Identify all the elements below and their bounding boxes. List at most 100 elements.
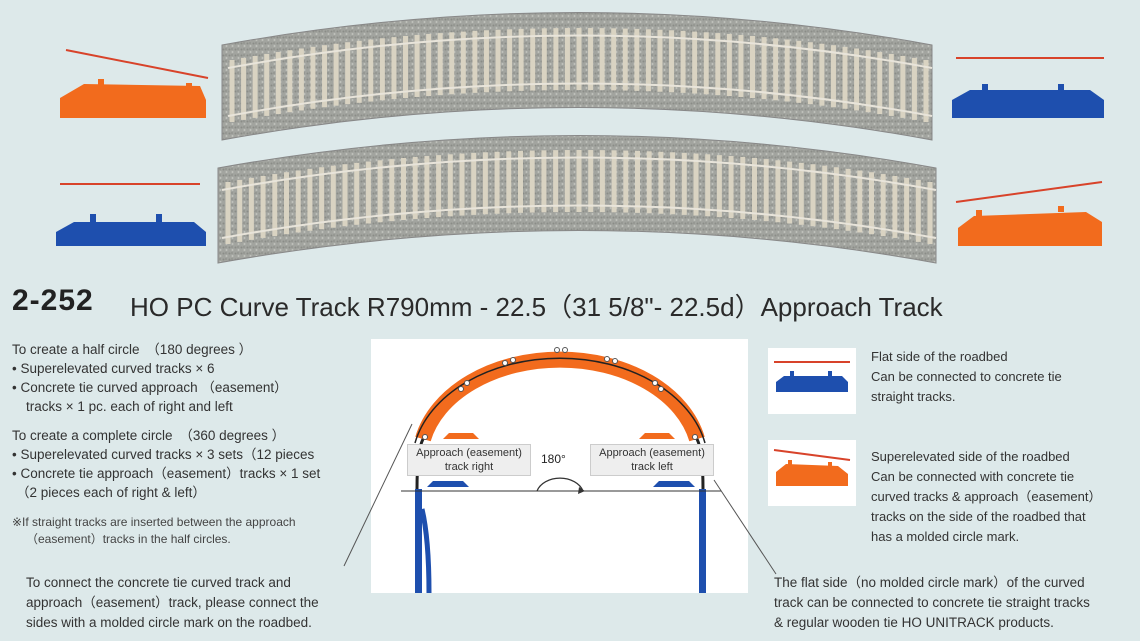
track-tie: [518, 28, 524, 91]
super-legend-text: Superelevated side of the roadbed Can be…: [871, 449, 1102, 544]
track-tie: [241, 57, 247, 120]
track-tie: [892, 175, 898, 238]
track-tie: [599, 28, 605, 91]
track-tie: [726, 34, 732, 97]
super-legend-swatch: [768, 440, 856, 506]
half-circle-item: • Concrete tie curved approach （easement…: [12, 380, 288, 395]
track-tie: [529, 150, 535, 213]
track-tie: [412, 156, 418, 219]
track-tie: [623, 150, 629, 213]
superelevated-arc: [415, 351, 705, 442]
track-tie: [888, 53, 894, 116]
track-tie: [622, 28, 628, 91]
track-tie: [670, 152, 676, 215]
track-tie: [927, 182, 933, 244]
track-tie: [298, 48, 304, 111]
track-tie: [822, 165, 828, 228]
track-tie: [740, 156, 746, 219]
track-tie: [237, 179, 243, 242]
track-tie: [787, 161, 793, 224]
track-tie: [284, 172, 289, 235]
track-tie: [264, 53, 270, 116]
diagram-drawing: [401, 347, 721, 593]
blue-roadbed-profile: [952, 90, 1104, 118]
track-tie: [646, 151, 652, 214]
track-tie: [553, 28, 559, 91]
flat-legend-text: Flat side of the roadbed Can be connecte…: [871, 349, 1062, 404]
track-tie: [588, 150, 594, 213]
track-tie: [784, 39, 790, 102]
track-tie: [287, 50, 293, 113]
track-tie: [507, 29, 513, 92]
track-tie: [807, 42, 813, 105]
track-tie: [703, 32, 709, 95]
track-tie: [750, 36, 755, 98]
track-tie: [248, 177, 254, 240]
track-tie: [564, 150, 570, 213]
track-tie: [880, 174, 886, 237]
track-tie: [330, 165, 336, 228]
track-tie: [833, 167, 839, 230]
half-circle-item: tracks × 1 pc. each of right and left: [26, 399, 233, 414]
track-tie: [391, 37, 397, 100]
straight-track-right: [699, 489, 706, 593]
track-tie: [319, 167, 325, 230]
track-tie: [716, 155, 722, 218]
track-tie: [342, 164, 348, 227]
track-tie: [389, 159, 395, 222]
track-tie: [810, 164, 816, 227]
track-tie: [460, 31, 466, 94]
track-tie: [904, 177, 910, 240]
track-tie: [414, 34, 420, 97]
approach-right-label: Approach (easement) track right: [407, 444, 531, 476]
track-tie: [295, 170, 301, 233]
track-tie: [333, 43, 339, 106]
right-callout: The flat side（no molded circle mark）of t…: [774, 575, 1090, 630]
track-tie: [541, 150, 547, 213]
track-tie: [869, 172, 874, 235]
track-tie: [553, 150, 559, 213]
lower-curved-track: [217, 135, 937, 264]
track-tie: [911, 57, 917, 120]
left-callout: To connect the concrete tie curved track…: [26, 575, 319, 630]
track-tie: [356, 40, 362, 103]
track-tie: [705, 154, 711, 217]
track-tie: [472, 30, 478, 93]
track-tie: [900, 55, 906, 118]
track-tie: [877, 52, 883, 115]
track-tie: [307, 168, 313, 231]
note-line: ※If straight tracks are inserted between…: [12, 515, 296, 529]
track-tie: [252, 55, 258, 118]
orange-roadbed-profile: [958, 212, 1102, 246]
track-tie: [635, 150, 640, 213]
half-circle-diagram: Approach (easement) track right Approach…: [371, 339, 748, 593]
track-tie: [728, 156, 734, 219]
track-tie: [310, 46, 316, 109]
track-tie: [437, 33, 443, 96]
track-tie: [715, 33, 721, 96]
track-tie: [680, 30, 686, 93]
track-tie: [401, 158, 406, 220]
track-tie: [773, 38, 779, 101]
track-tie: [260, 175, 266, 238]
track-tie: [345, 42, 351, 105]
half-circle-item: • Superelevated curved tracks × 6: [12, 361, 215, 376]
track-tie: [854, 48, 860, 111]
track-tie: [865, 50, 871, 113]
track-tie: [541, 28, 547, 91]
track-tie: [436, 155, 442, 218]
track-tie: [588, 28, 594, 91]
track-tie: [354, 162, 360, 225]
full-circle-heading: To create a complete circle （360 degrees…: [12, 428, 286, 443]
track-tie: [225, 182, 231, 244]
track-tie: [775, 160, 781, 223]
note-line: （easement）tracks in the half circles.: [26, 532, 231, 546]
track-tie: [272, 174, 278, 237]
track-tie: [857, 170, 863, 233]
flat-legend-swatch: [768, 348, 856, 414]
half-circle-heading: To create a half circle （180 degrees ）: [12, 342, 253, 357]
track-tie: [403, 36, 408, 98]
track-tie: [229, 60, 235, 122]
track-tie: [495, 29, 501, 92]
track-tie: [830, 45, 836, 108]
